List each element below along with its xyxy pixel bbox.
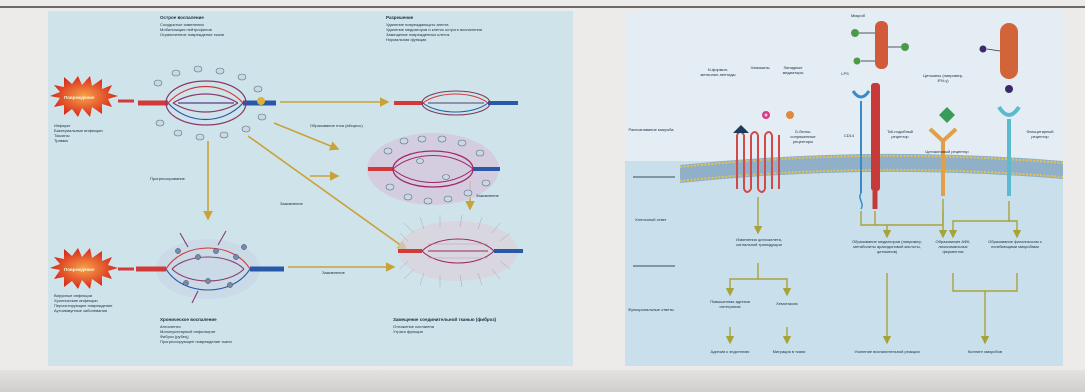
arrow-label-pus: Образование гноя (абсцесс) (310, 123, 363, 128)
resolution-vessel (394, 91, 518, 115)
acute-title: Острое воспаление (160, 15, 204, 20)
fibrosis-item: Утрата функции (393, 329, 423, 334)
label-cytokines: Цитокины (например, IFN-γ) (919, 73, 967, 83)
outcome-label: Адгезия к эндотелию (697, 349, 763, 354)
fibrosis-title: Замещение соединительной тканью (фиброз) (393, 317, 496, 322)
signal-label: Образование фаголизосом с погибающими ми… (983, 239, 1047, 249)
inflammation-diagram: Острое воспаление Сосудистые изменения М… (48, 11, 573, 366)
outcome-label: Киллинг микробов (957, 349, 1013, 354)
outcome-label: Миграция в ткани (765, 349, 813, 354)
signal-label: Образование АФК, лизосомальных ферментов (931, 239, 975, 254)
arrow-label-healing: Заживление (476, 193, 499, 198)
acute-trigger-label: Повреждение (64, 95, 94, 100)
signal-label: Изменения цитоскелета, сигнальной трансд… (733, 237, 785, 247)
row-label-signal: Клеточный ответ (627, 217, 675, 222)
row-label-response: Функциональные ответы (627, 307, 675, 312)
chronic-trigger-item: Аутоиммунные заболевания (54, 308, 107, 313)
gpcr (737, 132, 779, 192)
chronic-vessel (136, 231, 284, 303)
label-lps: LPS (837, 71, 853, 76)
outcome-label: Повышенная адгезия интегринов (705, 299, 755, 309)
leukocyte-receptor-art (625, 11, 1063, 366)
chronic-trigger-label: Повреждение (64, 267, 94, 272)
label-tlr: Toll-подобный рецептор (881, 129, 919, 139)
fibrosis-vessel (398, 215, 523, 287)
inflammation-diagram-art (48, 11, 573, 366)
chronic-item: Прогрессирующее повреждение ткани (160, 339, 232, 344)
row-label-recognition: Распознавание микроба (627, 127, 675, 132)
resolution-item: Нормальная функция (386, 37, 426, 42)
acute-item: Ограниченное повреждение ткани (160, 32, 224, 37)
arrow-label-healing: Заживление (280, 201, 303, 206)
leukocyte-receptor-diagram: Распознавание микроба Клеточный ответ Фу… (625, 11, 1063, 366)
resolution-title: Разрешение (386, 15, 413, 20)
bottom-shadow (0, 370, 1085, 392)
outcome-label: Хемотаксис (769, 301, 805, 306)
label-phagocytic-receptor: Фагоцитарный рецептор (1019, 129, 1061, 139)
signal-label: Образование медиаторов (например, метабо… (845, 239, 929, 254)
label-lipid-mediators: Липидные медиаторы (777, 65, 809, 75)
acute-trigger-item: Травма (54, 138, 68, 143)
lipid-mediator (786, 111, 794, 119)
label-cytokine-receptor: Цитокиновый рецептор (925, 149, 969, 154)
arrow-label-progression: Прогрессирование (150, 176, 185, 181)
label-microbe: Микроб (843, 13, 873, 18)
label-cd14: CD14 (839, 133, 859, 138)
tlr (871, 83, 880, 209)
outcome-label: Усиление воспалительной реакции (837, 349, 937, 354)
label-gpcr: G-белок-сопряженные рецепторы (783, 129, 823, 144)
acute-vessel (138, 66, 276, 140)
top-divider (0, 6, 1085, 8)
label-chemokines: Хемокины (745, 65, 775, 70)
arrow-label-healing: Заживление (322, 270, 345, 275)
chronic-title: Хроническое воспаление (160, 317, 217, 322)
label-formyl-peptides: N-формил-метионил-пептиды (699, 67, 737, 77)
